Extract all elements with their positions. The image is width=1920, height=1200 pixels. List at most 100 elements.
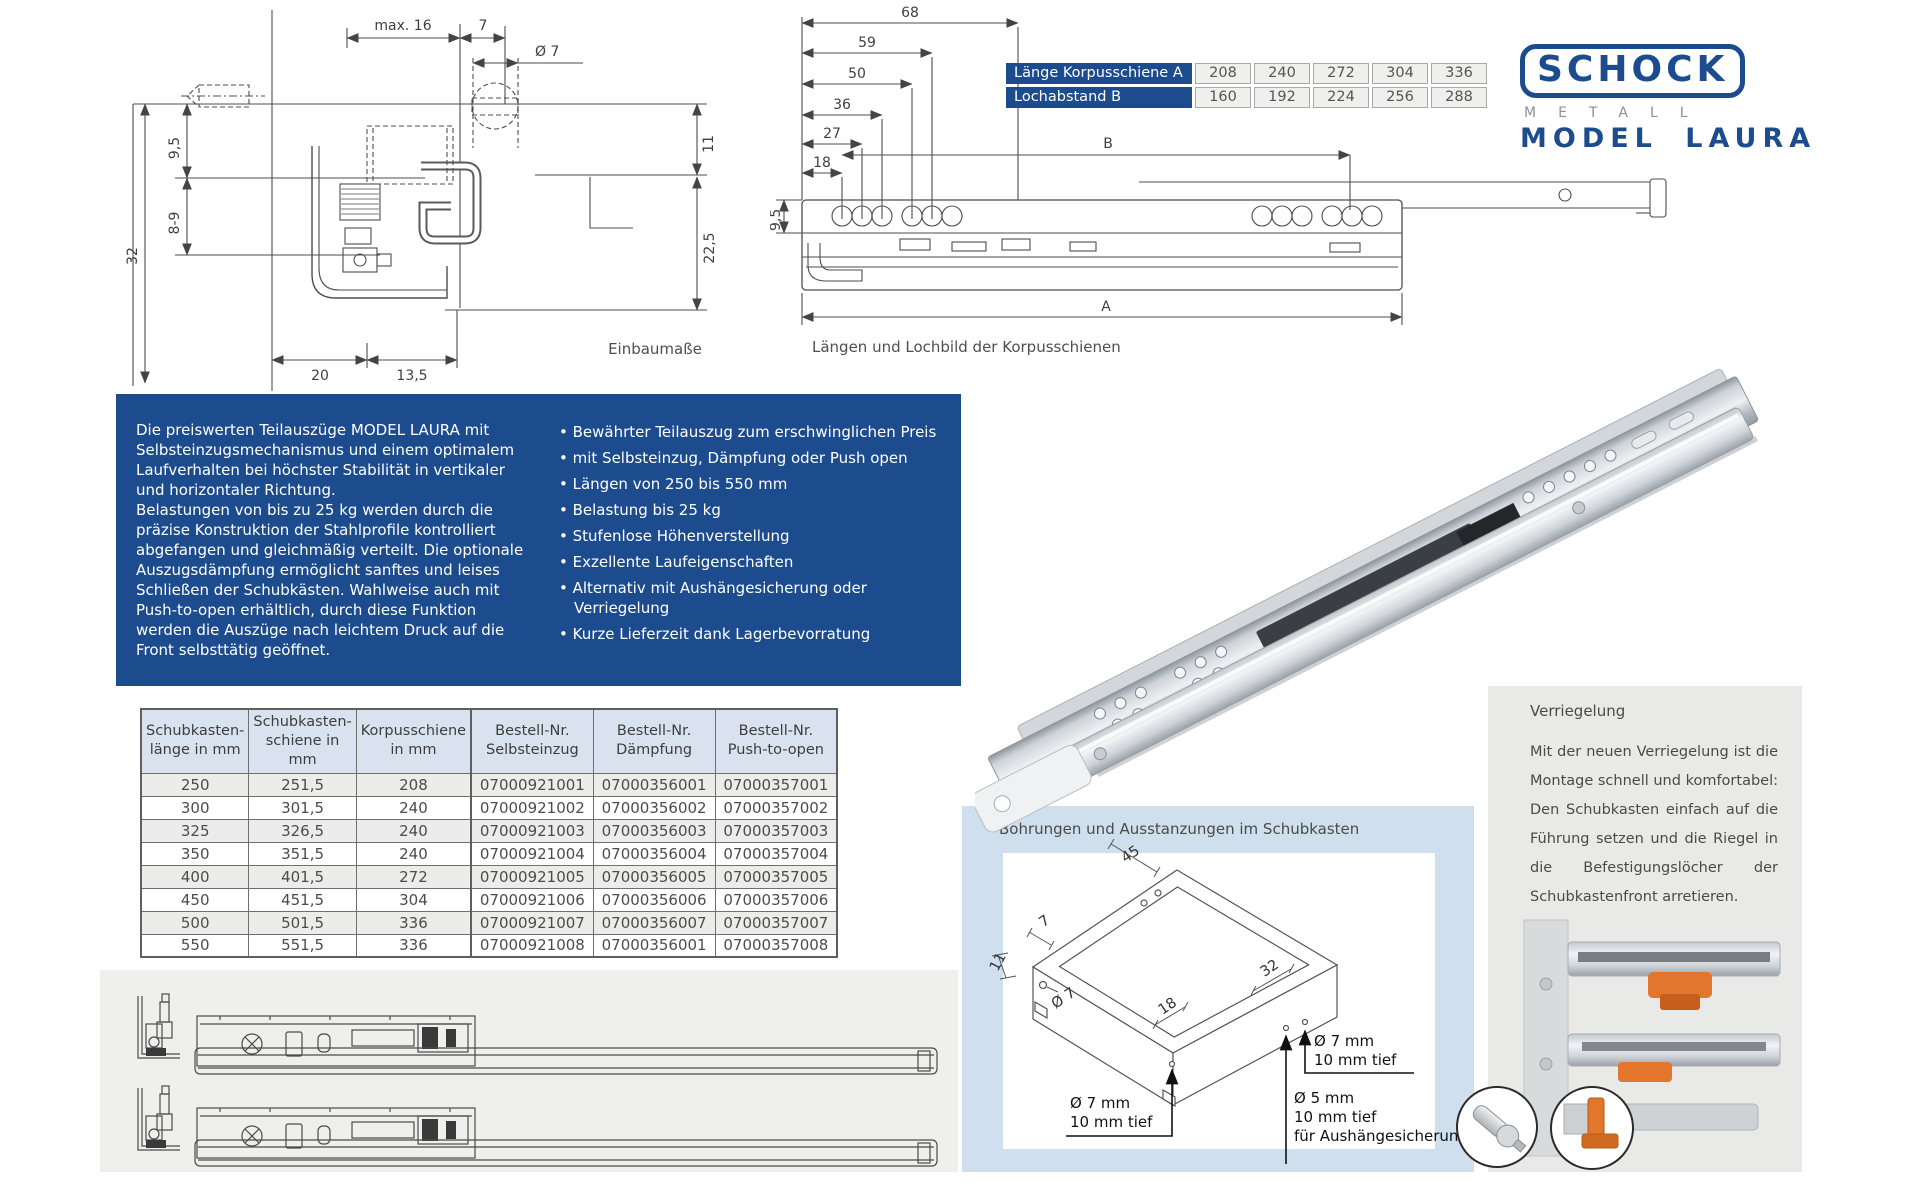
construction-lines — [132, 10, 707, 391]
order-table-cell: 301,5 — [248, 795, 357, 820]
feature-list: Bewährter Teilauszug zum erschwinglichen… — [559, 420, 941, 686]
svg-text:36: 36 — [833, 97, 851, 113]
order-table-cell: 351,5 — [248, 841, 357, 866]
svg-text:10 mm tief: 10 mm tief — [1314, 1051, 1397, 1069]
lock-detail-graphic — [1563, 1097, 1619, 1149]
svg-text:Ø 7 mm: Ø 7 mm — [1070, 1094, 1130, 1112]
order-table-cell: 500 — [140, 910, 250, 935]
svg-text:32: 32 — [125, 247, 141, 265]
svg-text:20: 20 — [311, 368, 329, 384]
order-table-cell: 07000357008 — [714, 933, 838, 958]
intro-box: Die preiswerten Teilauszüge MODEL LAURA … — [116, 394, 961, 686]
order-table-cell: 07000357004 — [714, 841, 838, 866]
order-table-cell: 325 — [140, 818, 250, 843]
feature-item: Belastung bis 25 kg — [559, 500, 941, 520]
order-table-header: Schubkasten-länge in mm — [140, 708, 250, 774]
size-table-value: 336 — [1431, 63, 1487, 84]
order-table-cell: 07000356002 — [592, 795, 716, 820]
hole-callouts: Ø 7 mm 10 mm tief Ø 7 mm 10 mm tief Ø 5 … — [1066, 1029, 1468, 1164]
order-table-cell: 07000921006 — [470, 887, 594, 912]
order-table-cell: 07000357006 — [714, 887, 838, 912]
svg-text:59: 59 — [858, 35, 876, 51]
size-table-value: 224 — [1313, 87, 1369, 108]
size-table-value: 288 — [1431, 87, 1487, 108]
order-table-cell: 07000921001 — [470, 772, 594, 797]
detail-circle-bolt — [1456, 1086, 1538, 1168]
feature-item: Längen von 250 bis 550 mm — [559, 474, 941, 494]
order-table-cell: 450 — [140, 887, 250, 912]
order-table-cell: 240 — [355, 841, 472, 866]
brand-division: METALL — [1524, 104, 1710, 121]
svg-text:7: 7 — [479, 18, 488, 34]
order-table-cell: 07000356004 — [592, 841, 716, 866]
feature-item: Exzellente Laufeigenschaften — [559, 552, 941, 572]
svg-text:11: 11 — [987, 950, 1010, 974]
feature-item: Bewährter Teilauszug zum erschwinglichen… — [559, 422, 941, 442]
svg-text:A: A — [1101, 299, 1111, 315]
bohrungen-panel: Bohrungen und Ausstanzungen im Schubkast… — [962, 806, 1474, 1172]
svg-text:Ø 5 mm: Ø 5 mm — [1294, 1089, 1354, 1107]
order-table-cell: 07000357002 — [714, 795, 838, 820]
order-table-cell: 551,5 — [248, 933, 357, 958]
lochbild-drawing: 68 59 50 36 27 18 B 9,5 A Länge — [770, 5, 1667, 356]
order-table-header: Schubkasten-schiene in mm — [248, 708, 357, 774]
drawer-iso-view — [1031, 869, 1339, 1108]
svg-text:9,5: 9,5 — [770, 209, 784, 231]
order-table-cell: 07000357005 — [714, 864, 838, 889]
svg-text:Ø 7 mm: Ø 7 mm — [1314, 1032, 1374, 1050]
order-table-cell: 240 — [355, 795, 472, 820]
order-table-cell: 336 — [355, 910, 472, 935]
order-table-cell: 251,5 — [248, 772, 357, 797]
order-table-cell: 07000921007 — [470, 910, 594, 935]
svg-text:18: 18 — [813, 155, 831, 171]
size-table-value: 208 — [1195, 63, 1251, 84]
product-photo — [975, 368, 1759, 833]
cascade-dimensions: 68 59 50 36 27 18 B — [801, 5, 1351, 219]
size-table-value: 240 — [1254, 63, 1310, 84]
svg-text:Ø 7: Ø 7 — [535, 44, 559, 60]
svg-text:50: 50 — [848, 66, 866, 82]
order-table-cell: 326,5 — [248, 818, 357, 843]
bohrungen-drawing: 45 7 11 Ø 7 18 32 Ø 7 mm 10 mm tief Ø 7 … — [987, 838, 1468, 1164]
order-table-cell: 336 — [355, 933, 472, 958]
profile-section — [181, 58, 519, 299]
brand-name: SCHOCK — [1520, 44, 1746, 98]
svg-text:10 mm tief: 10 mm tief — [1294, 1108, 1377, 1126]
brand-logo: SCHOCK METALL MODEL LAURA — [1520, 44, 1810, 154]
dimensions: max. 16 7 Ø 7 32 9,5 8-9 11 22,5 20 13,5 — [125, 18, 718, 384]
order-table-header: Bestell-Nr.Push-to-open — [714, 708, 838, 774]
slide-render — [975, 368, 1759, 833]
svg-text:68: 68 — [901, 5, 919, 21]
verriegelung-text: Mit der neuen Verriegelung ist die Monta… — [1530, 744, 1778, 905]
order-table-cell: 07000921002 — [470, 795, 594, 820]
order-table-cell: 07000357007 — [714, 910, 838, 935]
order-table-cell: 208 — [355, 772, 472, 797]
svg-text:10 mm tief: 10 mm tief — [1070, 1113, 1153, 1131]
order-table-cell: 07000921003 — [470, 818, 594, 843]
order-table-cell: 400 — [140, 864, 250, 889]
svg-text:max. 16: max. 16 — [374, 18, 431, 34]
intro-paragraph-1: Die preiswerten Teilauszüge MODEL LAURA … — [136, 421, 515, 499]
order-table-cell: 451,5 — [248, 887, 357, 912]
verriegelung-title: Verriegelung — [1530, 702, 1626, 720]
order-table-cell: 07000356001 — [592, 933, 716, 958]
feature-item: Alternativ mit Aushängesicherung oder Ve… — [559, 578, 941, 618]
size-table-value: 256 — [1372, 87, 1428, 108]
order-table-cell: 250 — [140, 772, 250, 797]
einbaumasse-caption: Einbaumaße — [608, 340, 702, 358]
order-table-cell: 07000921005 — [470, 864, 594, 889]
order-table-cell: 550 — [140, 933, 250, 958]
